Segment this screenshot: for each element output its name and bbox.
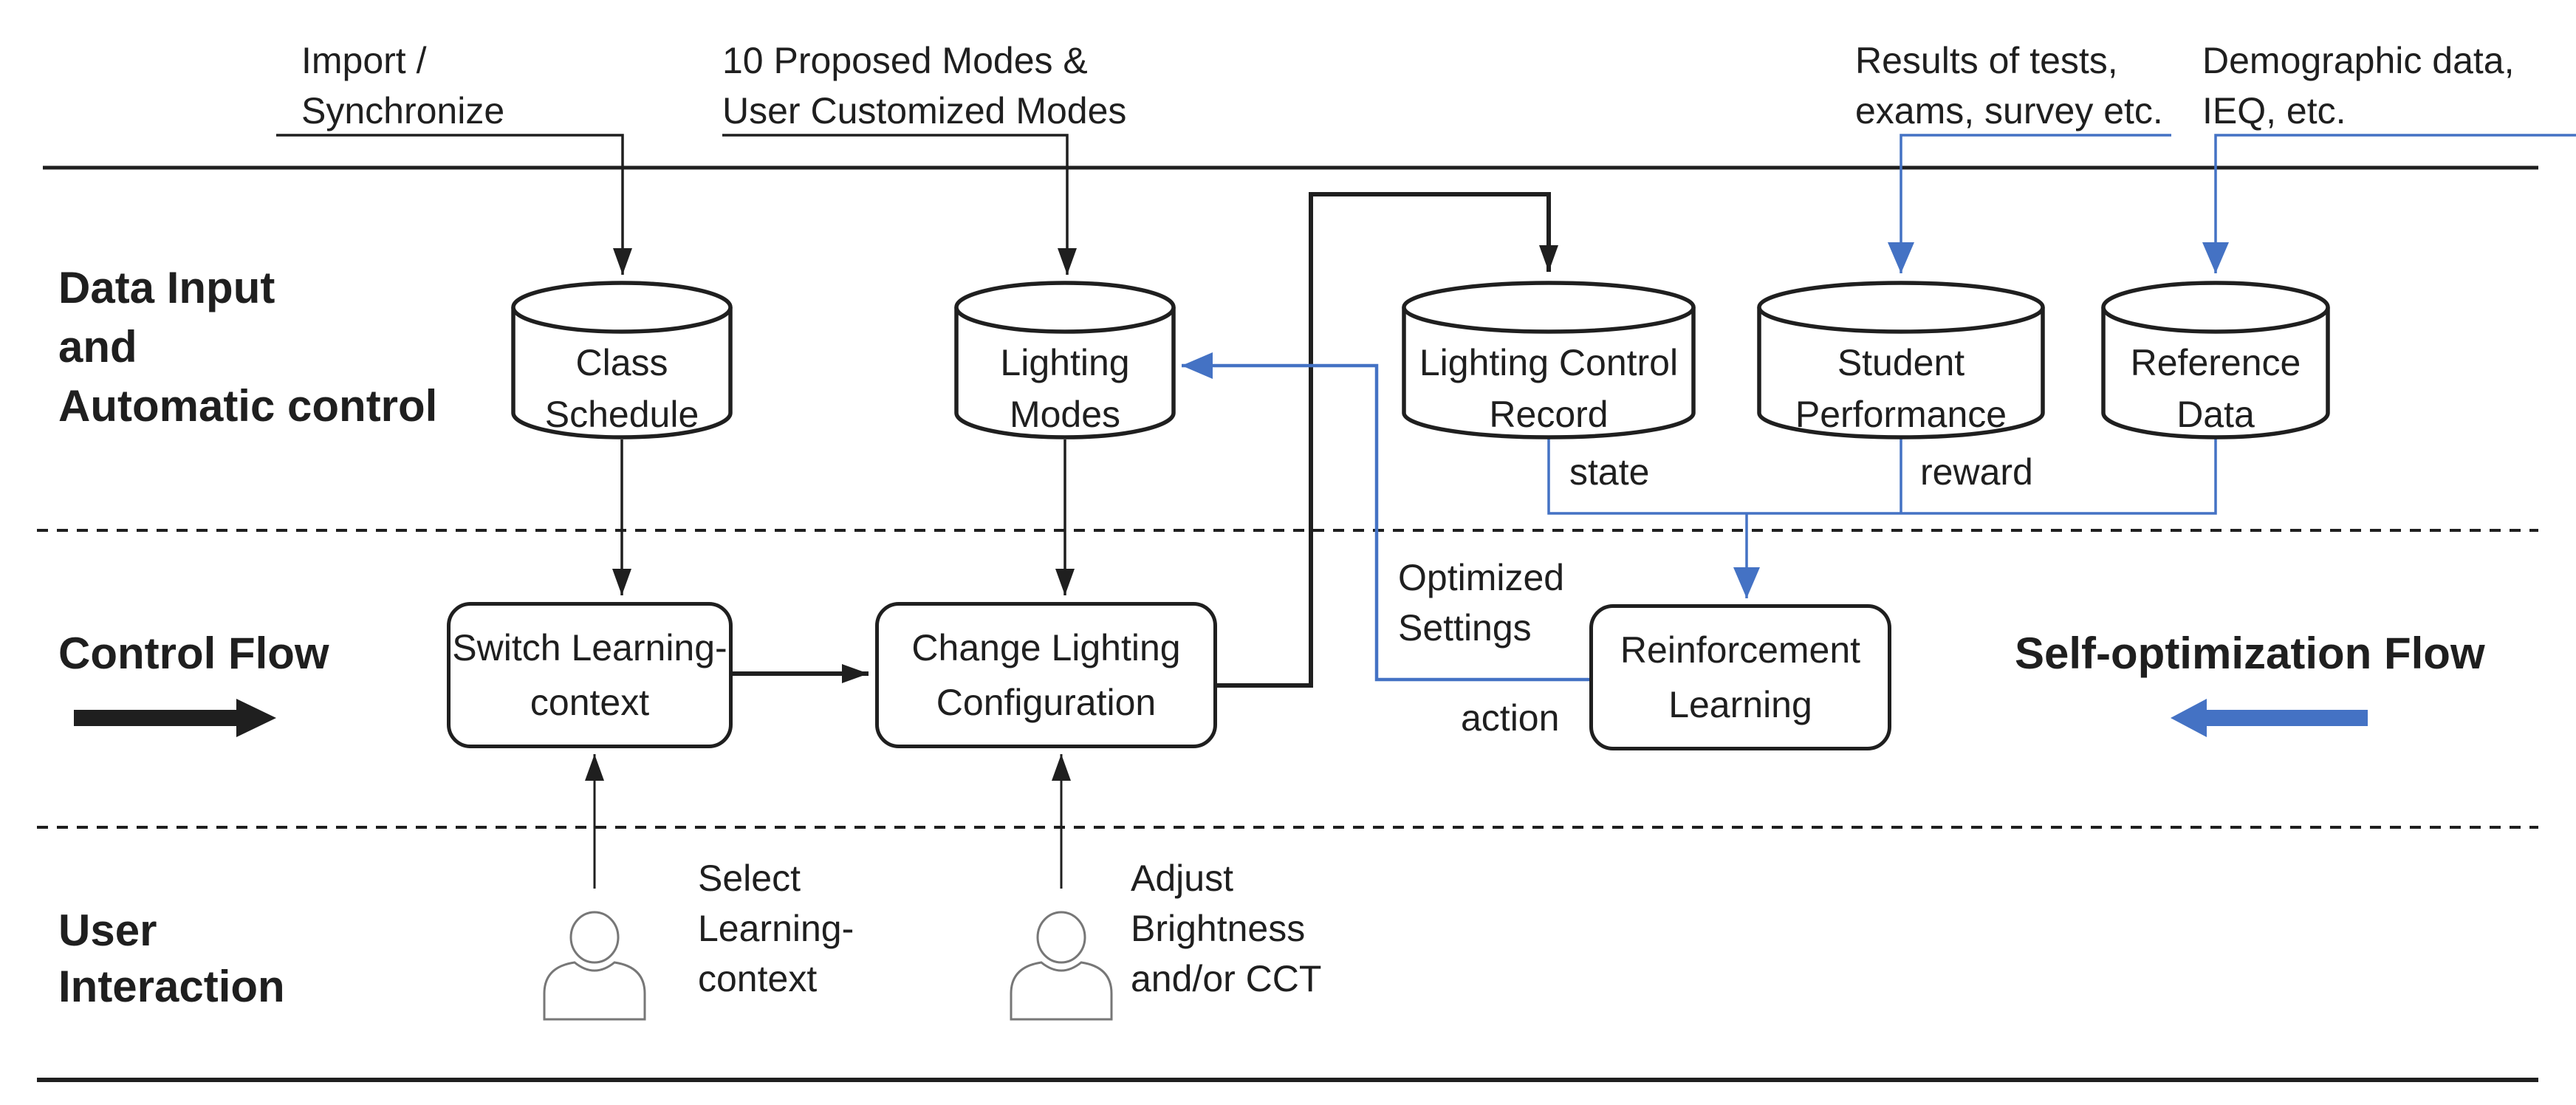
database-icon bbox=[1757, 281, 2045, 439]
person-icon bbox=[1010, 911, 1113, 1021]
person-icon bbox=[543, 911, 646, 1021]
wire-demographic-to-reference-data bbox=[2202, 134, 2576, 273]
row-label-control-flow: Control Flow bbox=[58, 629, 329, 678]
wire-results-to-student-performance bbox=[1888, 134, 2171, 273]
wire-state-reward-junction bbox=[1547, 437, 2217, 515]
row-label-data-input: Data Input and Automatic control bbox=[58, 263, 438, 431]
optimized-settings-label: Optimized Settings bbox=[1398, 557, 1565, 649]
database-icon bbox=[1402, 281, 1696, 439]
self-optimization-arrow-icon bbox=[2171, 699, 2368, 737]
lighting-modes-db: Lighting Modes bbox=[954, 281, 1176, 439]
user2-icon bbox=[1008, 911, 1115, 1025]
change-lighting-configuration-box: Change Lighting Configuration bbox=[875, 602, 1217, 748]
reference-data-db: Reference Data bbox=[2101, 281, 2330, 439]
action-label: action bbox=[1461, 697, 1560, 739]
switch-learning-context-box: Switch Learning- context bbox=[447, 602, 733, 748]
demographic-data-label: Demographic data, IEQ, etc. bbox=[2202, 40, 2515, 131]
reinforcement-learning-box: Reinforcement Learning bbox=[1589, 604, 1891, 750]
wire-action-to-lighting-modes bbox=[1182, 352, 1589, 682]
state-label: state bbox=[1569, 451, 1650, 493]
control-flow-arrow-icon bbox=[74, 699, 276, 737]
wire-change-to-lighting-record bbox=[1217, 192, 1558, 688]
import-sync-label: Import / Synchronize bbox=[301, 40, 505, 131]
select-context-label: Select Learning- context bbox=[698, 858, 854, 999]
database-icon bbox=[511, 281, 733, 439]
wire-import-to-class-schedule bbox=[276, 134, 632, 275]
lighting-control-record-db: Lighting Control Record bbox=[1402, 281, 1696, 439]
row-label-user-interaction: User Interaction bbox=[58, 906, 285, 1011]
row-label-self-optimization: Self-optimization Flow bbox=[2015, 629, 2485, 678]
student-performance-db: Student Performance bbox=[1757, 281, 2045, 439]
reward-label: reward bbox=[1920, 451, 2033, 493]
database-icon bbox=[954, 281, 1176, 439]
class-schedule-db: Class Schedule bbox=[511, 281, 733, 439]
adjust-brightness-label: Adjust Brightness and/or CCT bbox=[1131, 858, 1322, 999]
database-icon bbox=[2101, 281, 2330, 439]
proposed-modes-label: 10 Proposed Modes & User Customized Mode… bbox=[722, 40, 1127, 131]
user1-icon bbox=[541, 911, 648, 1025]
results-tests-label: Results of tests, exams, survey etc. bbox=[1855, 40, 2163, 131]
wire-modes-to-lighting-modes bbox=[722, 134, 1077, 275]
